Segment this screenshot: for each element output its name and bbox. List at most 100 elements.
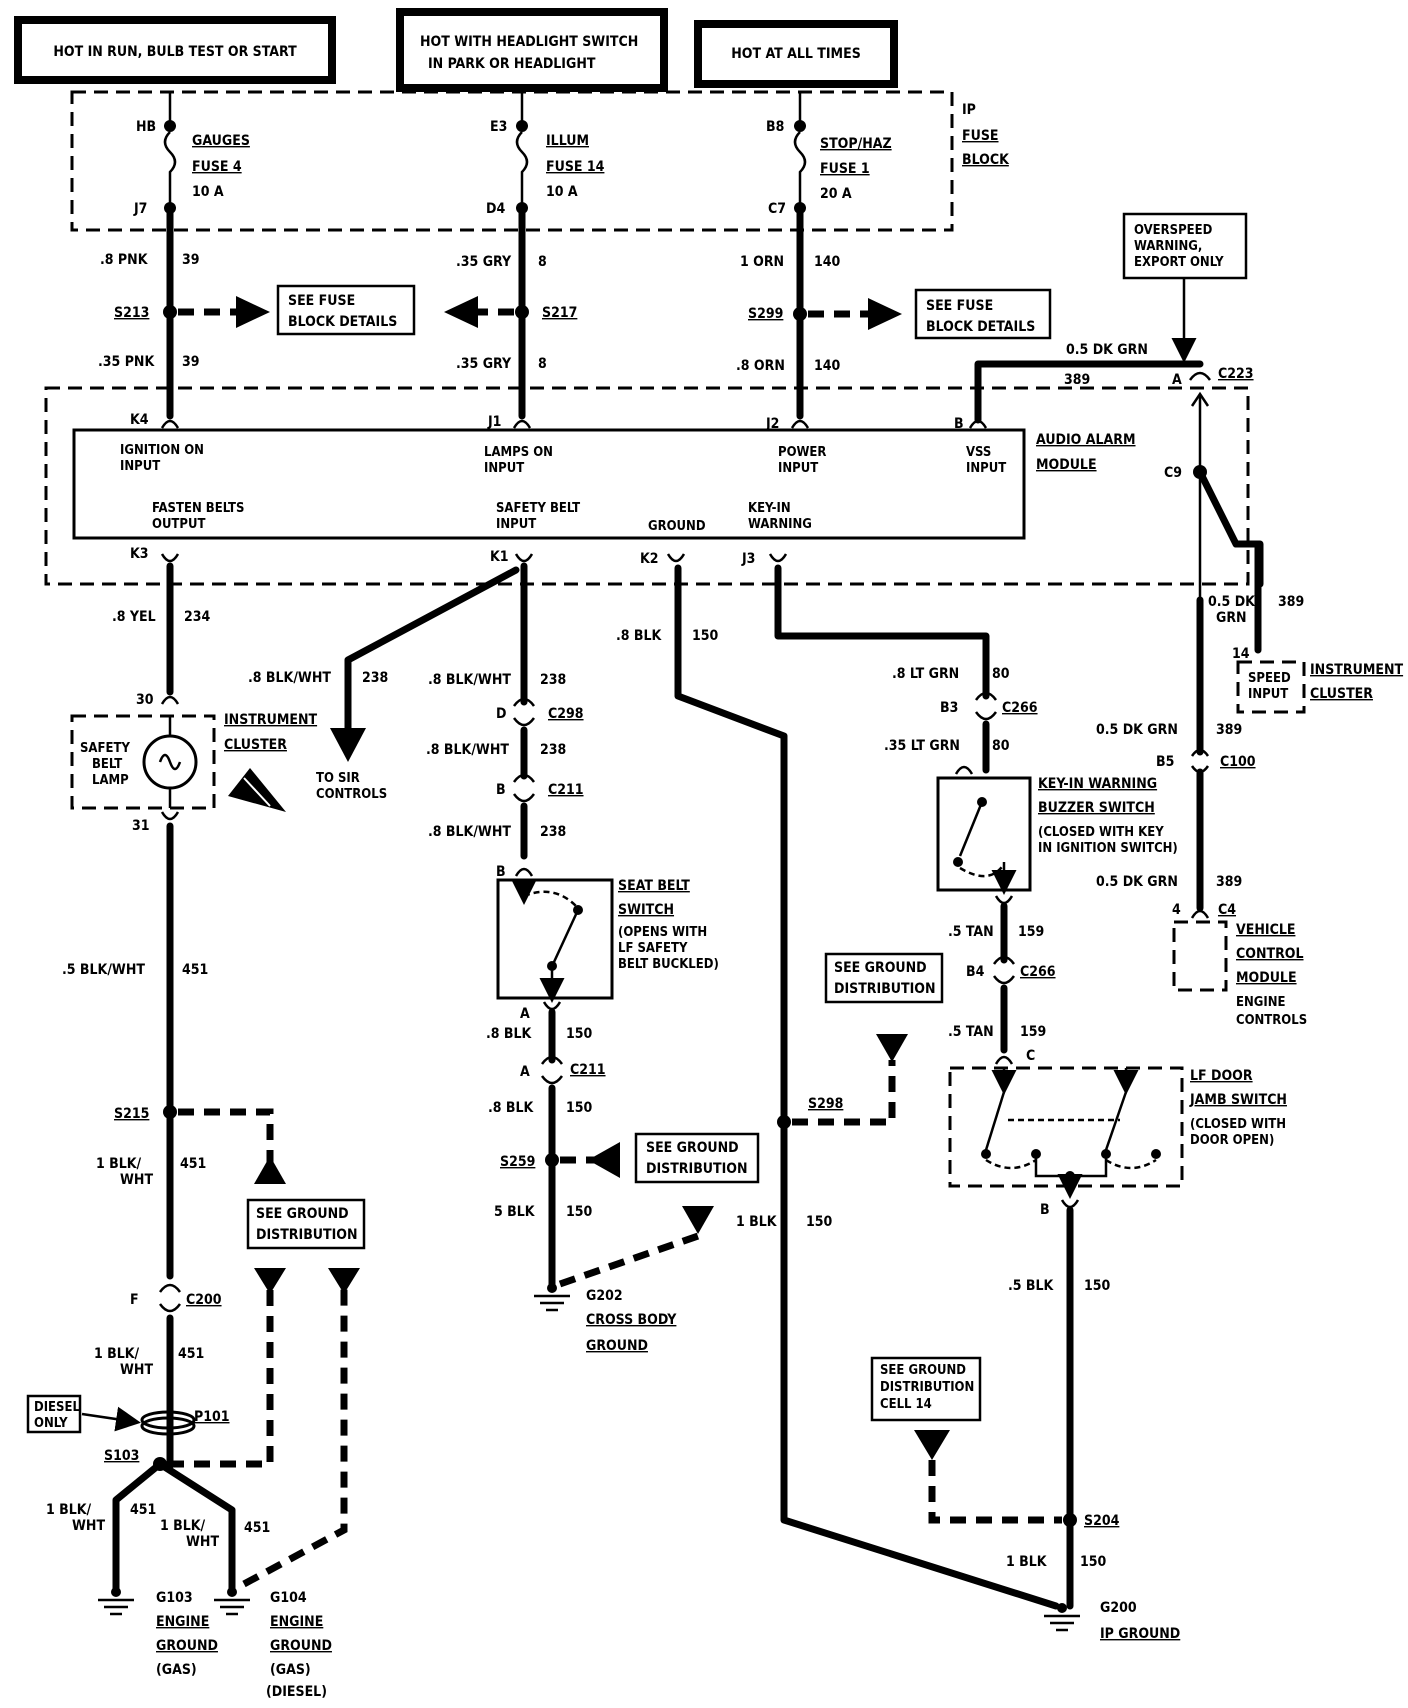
svg-text:FUSE 14: FUSE 14 [546, 159, 605, 175]
svg-text:SEE FUSE: SEE FUSE [288, 293, 355, 309]
svg-text:ENGINE: ENGINE [270, 1614, 323, 1630]
svg-text:BELT: BELT [92, 757, 122, 772]
svg-text:BELT BUCKLED): BELT BUCKLED) [618, 957, 719, 972]
svg-text:K3: K3 [130, 546, 149, 562]
svg-text:.8 ORN: .8 ORN [736, 358, 785, 374]
svg-text:J2: J2 [765, 416, 779, 432]
svg-text:DOOR OPEN): DOOR OPEN) [1190, 1133, 1274, 1148]
svg-text:S215: S215 [114, 1106, 149, 1122]
svg-text:G103: G103 [156, 1590, 193, 1606]
svg-text:DIESEL: DIESEL [34, 1400, 80, 1415]
svg-text:G200: G200 [1100, 1600, 1137, 1616]
svg-text:IP GROUND: IP GROUND [1100, 1626, 1180, 1642]
svg-text:140: 140 [814, 358, 841, 374]
svg-text:GROUND: GROUND [586, 1338, 648, 1354]
wire-80 [774, 564, 990, 700]
svg-text:.8 LT GRN: .8 LT GRN [892, 666, 959, 682]
splice-s259: S259 [500, 1142, 620, 1178]
svg-text:150: 150 [806, 1214, 833, 1230]
svg-text:OUTPUT: OUTPUT [152, 517, 205, 532]
svg-text:B4: B4 [966, 964, 985, 980]
lf-door-jamb-switch: C LF DOOR JAMB SWITCH (CLOSED WITH DOOR … [948, 1048, 1287, 1218]
svg-text:.35 LT GRN: .35 LT GRN [884, 738, 960, 754]
svg-text:C298: C298 [548, 706, 584, 722]
svg-text:EXPORT ONLY: EXPORT ONLY [1134, 255, 1224, 270]
svg-text:389: 389 [1216, 874, 1242, 890]
audio-alarm-module [72, 428, 1026, 540]
svg-text:CONTROLS: CONTROLS [316, 787, 387, 802]
audio-alarm-module-label: AUDIO ALARM MODULE [1036, 432, 1136, 473]
svg-text:C266: C266 [1020, 964, 1056, 980]
svg-text:SEE GROUND: SEE GROUND [880, 1363, 966, 1378]
svg-text:.8 BLK/WHT: .8 BLK/WHT [248, 670, 331, 686]
svg-text:(GAS): (GAS) [156, 1662, 197, 1678]
svg-text:234: 234 [184, 609, 211, 625]
svg-text:LAMP: LAMP [92, 773, 129, 788]
svg-text:CONTROL: CONTROL [1236, 946, 1304, 962]
instrument-cluster-label: INSTRUMENT CLUSTER [224, 712, 317, 812]
svg-text:10 A: 10 A [546, 184, 578, 200]
svg-text:(GAS): (GAS) [270, 1662, 311, 1678]
fuse-gauges: HB J7 GAUGES FUSE 4 10 A [133, 92, 250, 217]
svg-text:J1: J1 [487, 414, 501, 430]
svg-text:1 BLK/: 1 BLK/ [46, 1502, 92, 1518]
svg-text:C9: C9 [1164, 465, 1182, 481]
svg-text:WARNING: WARNING [748, 517, 812, 532]
svg-text:WHT: WHT [72, 1518, 105, 1534]
svg-text:150: 150 [566, 1100, 593, 1116]
svg-text:G104: G104 [270, 1590, 307, 1606]
svg-text:LAMPS ON: LAMPS ON [484, 445, 553, 460]
svg-text:.8 BLK: .8 BLK [486, 1026, 533, 1042]
svg-text:INPUT: INPUT [484, 461, 524, 476]
svg-text:.8 BLK: .8 BLK [488, 1100, 535, 1116]
svg-text:159: 159 [1018, 924, 1044, 940]
svg-text:4: 4 [1172, 902, 1181, 918]
svg-text:DISTRIBUTION: DISTRIBUTION [880, 1380, 974, 1395]
svg-text:C223: C223 [1218, 366, 1254, 382]
svg-text:SAFETY BELT: SAFETY BELT [496, 501, 580, 516]
fuse-stop-haz: B8 C7 STOP/HAZ FUSE 1 20 A [766, 92, 892, 217]
safety-belt-lamp: 30 SAFETY BELT LAMP 31 [70, 692, 216, 834]
power-source-run: HOT IN RUN, BULB TEST OR START [14, 16, 336, 84]
svg-text:0.5 DK GRN: 0.5 DK GRN [1096, 722, 1178, 738]
svg-text:389: 389 [1278, 594, 1304, 610]
svg-text:C266: C266 [1002, 700, 1038, 716]
svg-text:S103: S103 [104, 1448, 139, 1464]
svg-text:INSTRUMENT: INSTRUMENT [1310, 662, 1403, 678]
seat-belt-switch: B SEAT BELT SWITCH (OPENS WITH LF SAFETY… [496, 864, 719, 1022]
svg-text:B8: B8 [766, 119, 784, 135]
svg-text:IGNITION ON: IGNITION ON [120, 443, 204, 458]
svg-text:238: 238 [540, 824, 566, 840]
svg-text:INPUT: INPUT [778, 461, 818, 476]
svg-text:S298: S298 [808, 1096, 843, 1112]
svg-text:0.5 DK GRN: 0.5 DK GRN [1096, 874, 1178, 890]
svg-text:B: B [496, 782, 506, 798]
svg-text:.5 TAN: .5 TAN [948, 1024, 994, 1040]
svg-text:J7: J7 [133, 201, 147, 217]
svg-text:POWER: POWER [778, 445, 826, 460]
see-ground-distribution-mid: SEE GROUND DISTRIBUTION [634, 1132, 760, 1184]
svg-text:.8 BLK/WHT: .8 BLK/WHT [428, 672, 511, 688]
see-fuse-block-details-right: SEE FUSE BLOCK DETAILS [914, 288, 1052, 340]
svg-text:B5: B5 [1156, 754, 1174, 770]
svg-text:5 BLK: 5 BLK [494, 1204, 536, 1220]
svg-text:FUSE 1: FUSE 1 [820, 161, 870, 177]
svg-text:VEHICLE: VEHICLE [1236, 922, 1295, 938]
svg-text:A: A [1172, 372, 1182, 388]
svg-text:389: 389 [1064, 372, 1090, 388]
svg-text:ENGINE: ENGINE [156, 1614, 209, 1630]
splice-s213: S213 [114, 296, 270, 328]
ip-fuse-block-outline [70, 90, 954, 232]
svg-text:INPUT: INPUT [966, 461, 1006, 476]
svg-text:451: 451 [244, 1520, 270, 1536]
svg-text:A: A [520, 1006, 530, 1022]
svg-text:S213: S213 [114, 305, 149, 321]
connector-c223: A C223 [1172, 366, 1254, 388]
wire-389-vss [974, 360, 1204, 424]
svg-text:K4: K4 [130, 412, 149, 428]
svg-text:C: C [1026, 1048, 1035, 1064]
see-ground-distribution-cell-14: SEE GROUND DISTRIBUTION CELL 14 [870, 1356, 982, 1460]
ground-g104: G104 ENGINE GROUND (GAS) (DIESEL) [214, 1587, 332, 1700]
svg-text:451: 451 [130, 1502, 156, 1518]
svg-text:IN PARK OR HEADLIGHT: IN PARK OR HEADLIGHT [428, 56, 596, 72]
